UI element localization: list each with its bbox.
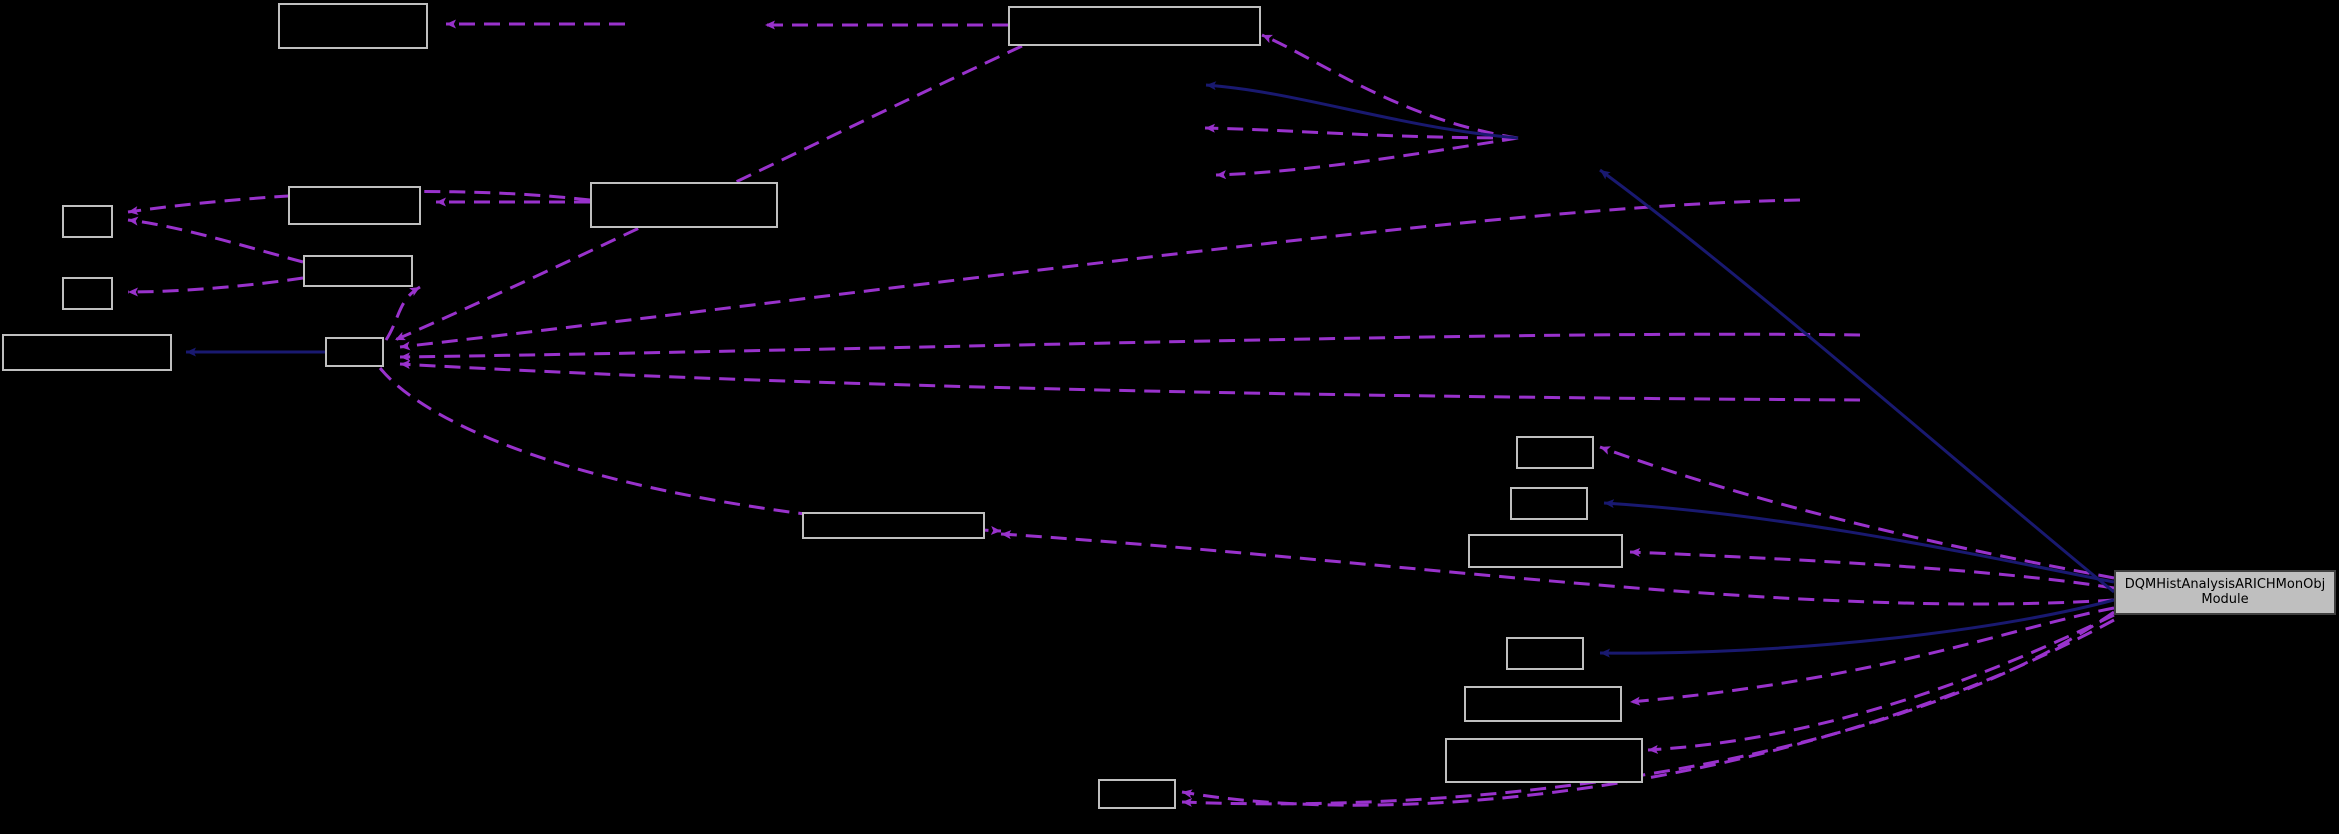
graph-node[interactable] [1098, 779, 1176, 809]
edge-usage [384, 285, 421, 341]
edge-usage [378, 367, 1002, 535]
edge-usage [1181, 610, 2115, 807]
graph-node[interactable] [2, 334, 172, 371]
graph-node[interactable] [62, 277, 113, 310]
edge-usage [1599, 445, 2115, 580]
graph-node[interactable] [1008, 6, 1261, 46]
graph-node[interactable] [1445, 738, 1643, 783]
graph-node[interactable] [1464, 686, 1622, 722]
inheritance-edges [186, 81, 2115, 658]
graph-node[interactable] [590, 182, 778, 228]
edge-usage [1647, 613, 2115, 754]
graph-node[interactable] [303, 255, 413, 287]
graph-node[interactable] [1468, 534, 1623, 568]
graph-node[interactable] [325, 337, 384, 367]
edge-usage [1261, 33, 1519, 140]
graph-node[interactable] [288, 186, 421, 225]
usage-edges [127, 19, 2115, 807]
graph-node[interactable] [62, 205, 113, 238]
graph-node[interactable] [1506, 637, 1584, 670]
edge-usage [1204, 123, 1519, 140]
edge-inherit [1603, 499, 2115, 584]
edge-usage [1629, 547, 2115, 590]
edge-inherit [1599, 168, 2115, 594]
graph-node[interactable] [278, 3, 428, 49]
graph-node[interactable] [1516, 436, 1594, 469]
edge-usage [1215, 136, 1519, 180]
edge-usage [127, 276, 304, 297]
edge-inherit [1205, 81, 1519, 140]
edge-inherit [1599, 598, 2115, 658]
edge-usage [127, 216, 304, 264]
edge-usage [399, 360, 1861, 402]
edge-usage [1181, 618, 2115, 807]
edge-usage [399, 332, 1861, 362]
edge-usage [1000, 530, 2115, 606]
graph-node[interactable] [802, 512, 985, 539]
current-node[interactable]: DQMHistAnalysisARICHMonObj Module [2114, 570, 2336, 615]
graph-node[interactable] [1510, 487, 1588, 520]
edge-usage [127, 190, 591, 216]
